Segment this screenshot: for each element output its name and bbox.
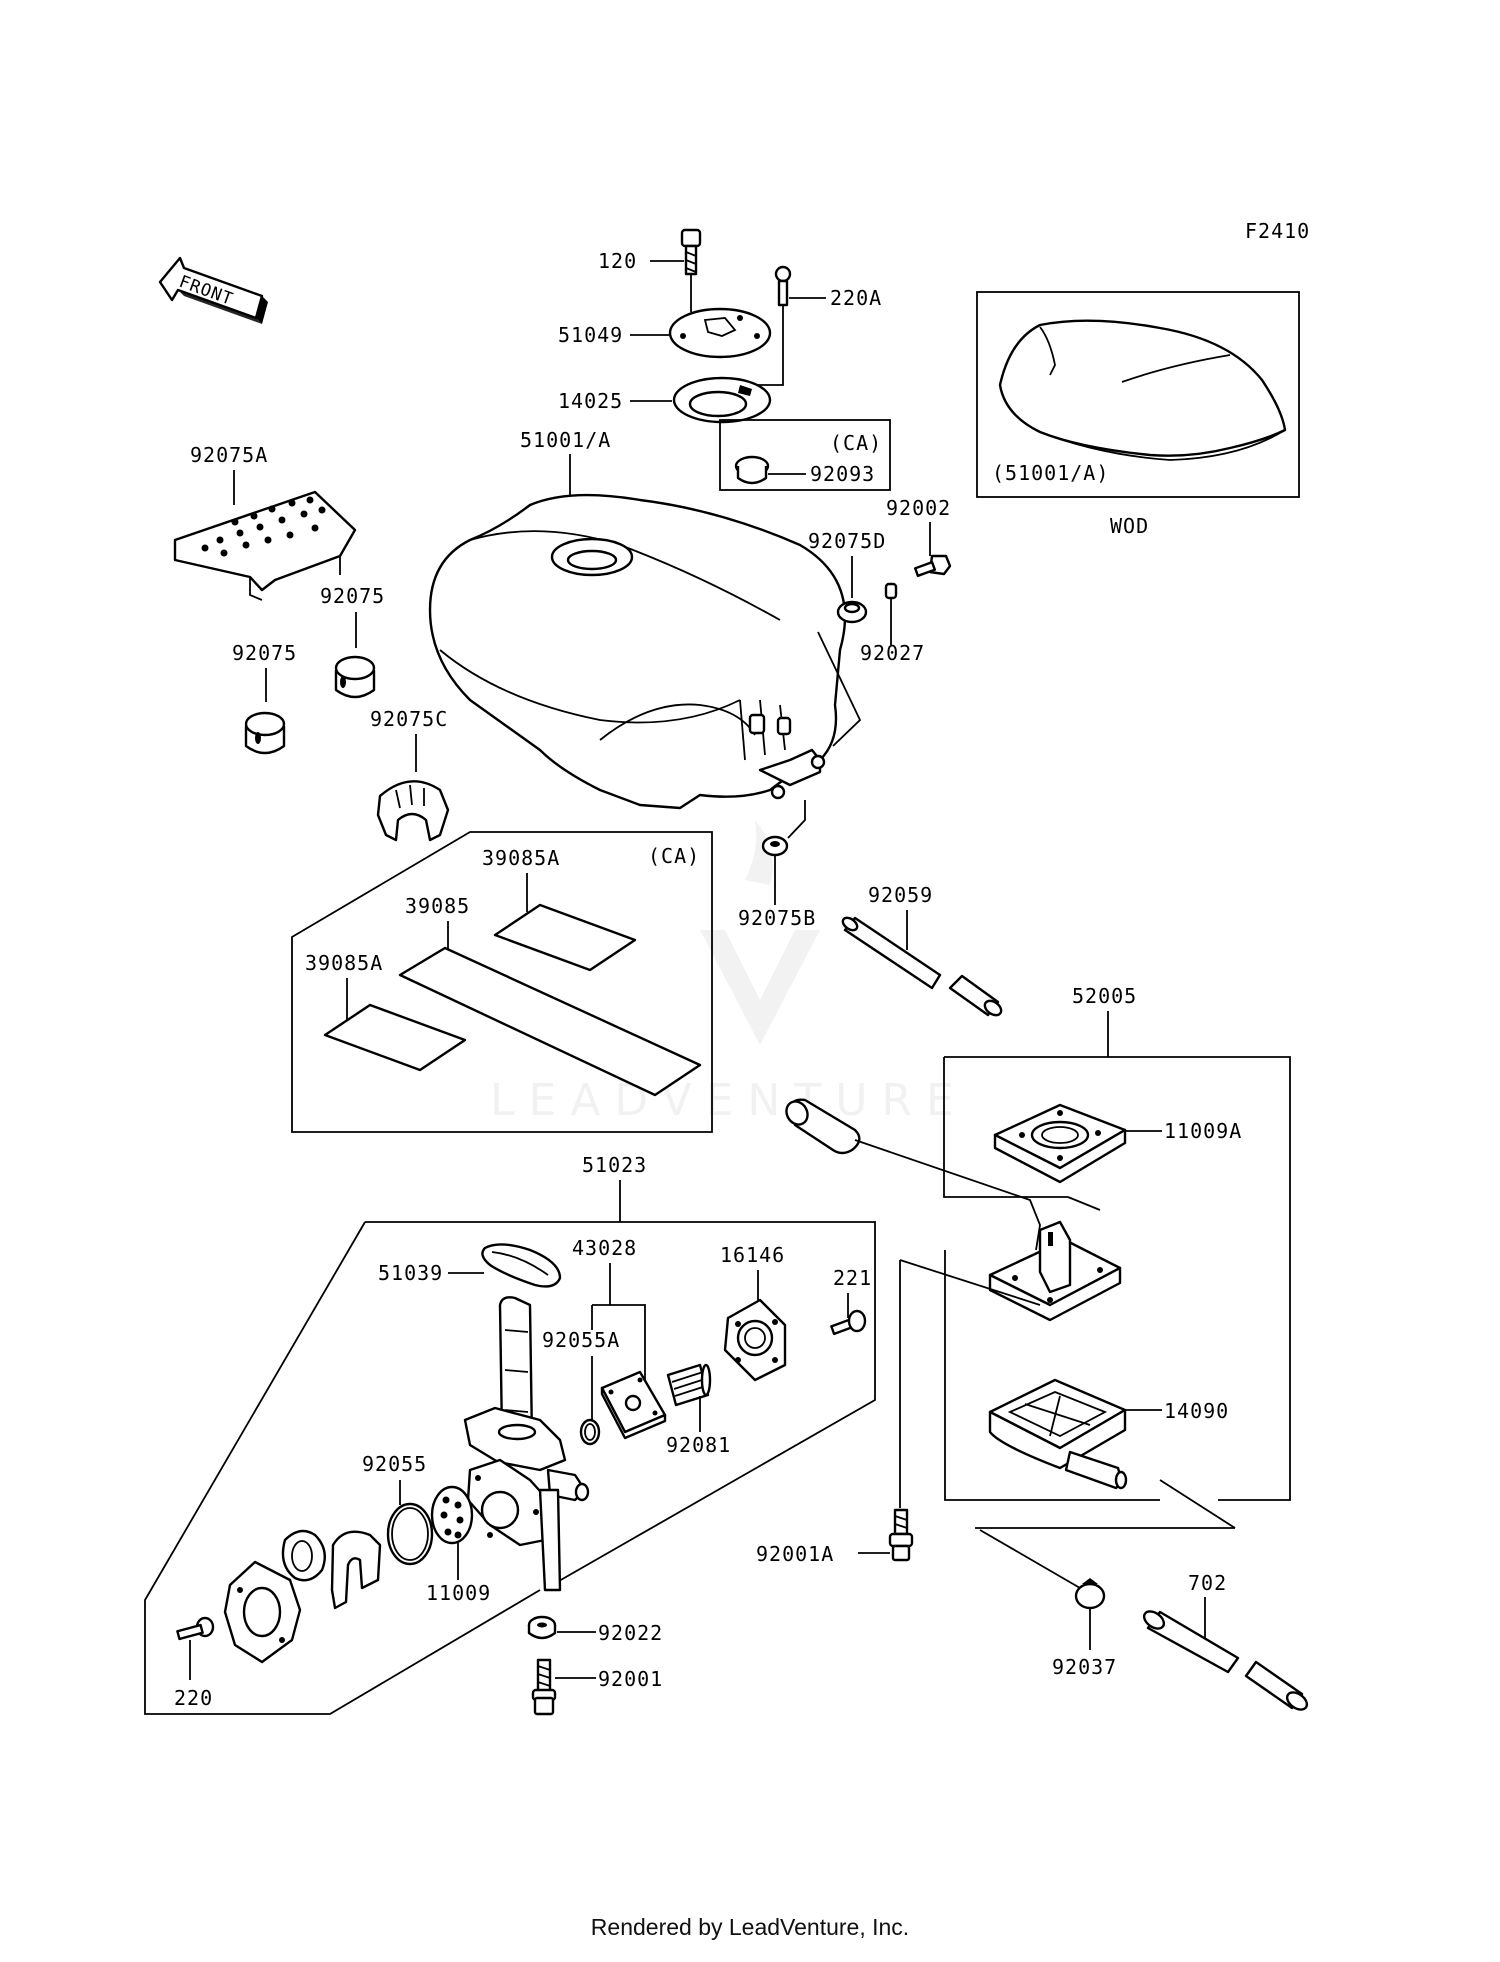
fuel-gauge-unit xyxy=(785,1098,1122,1322)
ca-label-decals: (CA) xyxy=(648,844,700,868)
screw-221 xyxy=(830,1309,867,1336)
washer-92022 xyxy=(527,1615,557,1640)
label-51039: 51039 xyxy=(378,1261,443,1285)
hose-702 xyxy=(1142,1610,1309,1711)
cap-51049 xyxy=(668,307,772,359)
label-14090: 14090 xyxy=(1164,1399,1229,1423)
bolt-92001 xyxy=(531,1658,557,1716)
ring-51039 xyxy=(481,1243,562,1288)
fuel-tank-51001A xyxy=(428,493,847,810)
clip-92037 xyxy=(1074,1578,1106,1610)
label-92075B: 92075B xyxy=(738,906,816,930)
pad-92075A xyxy=(173,490,357,601)
label-92001A: 92001A xyxy=(756,1542,834,1566)
hose-92059 xyxy=(841,916,1003,1017)
pin-92027 xyxy=(884,582,898,600)
label-14025: 14025 xyxy=(558,389,623,413)
box-51023 xyxy=(365,1221,876,1586)
label-51049: 51049 xyxy=(558,323,623,347)
label-120: 120 xyxy=(598,249,637,273)
label-51001A: 51001/A xyxy=(520,428,611,452)
label-92059: 92059 xyxy=(868,883,933,907)
label-92075-1: 92075 xyxy=(320,584,385,608)
gasket-14025 xyxy=(672,376,772,424)
label-92055A: 92055A xyxy=(542,1328,620,1352)
label-39085: 39085 xyxy=(405,894,470,918)
ca-box-92093 xyxy=(719,419,891,491)
label-11009: 11009 xyxy=(426,1581,491,1605)
label-52005: 52005 xyxy=(1072,984,1137,1008)
label-220: 220 xyxy=(174,1686,213,1710)
box-52005 xyxy=(944,1056,1291,1501)
label-92075-2: 92075 xyxy=(232,641,297,665)
filter-11009 xyxy=(430,1485,474,1545)
decal-39085A-bottom xyxy=(323,1003,467,1072)
spring-92081 xyxy=(666,1363,712,1407)
bolt-120 xyxy=(680,228,702,276)
label-92022: 92022 xyxy=(598,1621,663,1645)
label-92027: 92027 xyxy=(860,641,925,665)
label-92002: 92002 xyxy=(886,496,951,520)
cushion-92075C xyxy=(376,780,450,842)
footer-credit: Rendered by LeadVenture, Inc. xyxy=(590,1914,910,1940)
bolt-92001A xyxy=(888,1508,914,1562)
inset-box-wod xyxy=(976,291,1300,498)
collar-92075D xyxy=(836,600,868,624)
damper-92075-2 xyxy=(244,711,286,755)
label-16146: 16146 xyxy=(720,1243,785,1267)
label-92093: 92093 xyxy=(810,462,875,486)
oring-92055A xyxy=(579,1418,601,1446)
grommet-92075B xyxy=(761,835,789,857)
label-92055: 92055 xyxy=(362,1452,427,1476)
oring-92055 xyxy=(386,1502,434,1566)
inset-part-label: (51001/A) xyxy=(992,461,1109,485)
label-43028: 43028 xyxy=(572,1236,637,1260)
cover-16146 xyxy=(723,1298,787,1382)
decal-39085A-top xyxy=(493,903,637,972)
bolt-92002 xyxy=(913,554,952,578)
label-11009A: 11009A xyxy=(1164,1119,1242,1143)
label-92075A: 92075A xyxy=(190,443,268,467)
label-92075D: 92075D xyxy=(808,529,886,553)
inset-caption: WOD xyxy=(1110,514,1149,538)
label-702: 702 xyxy=(1188,1571,1227,1595)
float-14090 xyxy=(988,1378,1128,1490)
label-92037: 92037 xyxy=(1052,1655,1117,1679)
screw-220 xyxy=(176,1616,215,1641)
ca-box-decals xyxy=(291,831,713,1133)
gasket-11009A xyxy=(993,1103,1127,1184)
label-39085A-2: 39085A xyxy=(305,951,383,975)
decal-39085 xyxy=(398,946,702,1097)
tank-cover-wod xyxy=(998,319,1287,461)
label-39085A-1: 39085A xyxy=(482,846,560,870)
bracket-cup xyxy=(330,1530,382,1610)
label-220A: 220A xyxy=(830,286,882,310)
label-92075C: 92075C xyxy=(370,707,448,731)
damper-92075-1 xyxy=(334,655,376,699)
watermark-logo xyxy=(700,820,820,1045)
screw-220A xyxy=(774,265,792,307)
mount-plate xyxy=(223,1560,302,1664)
grommet-92093 xyxy=(734,455,770,485)
watermark-text: LEADVENTURE xyxy=(490,1075,968,1126)
ca-label-top: (CA) xyxy=(830,431,882,455)
label-221: 221 xyxy=(833,1266,872,1290)
diagram-code: F2410 xyxy=(1245,219,1310,243)
plate-43028 xyxy=(600,1370,667,1440)
label-51023: 51023 xyxy=(582,1153,647,1177)
fuel-cock-body xyxy=(463,1296,590,1592)
label-92081: 92081 xyxy=(666,1433,731,1457)
label-92001: 92001 xyxy=(598,1667,663,1691)
gasket-small xyxy=(281,1529,326,1582)
front-arrow-icon: FRONT xyxy=(158,256,268,324)
